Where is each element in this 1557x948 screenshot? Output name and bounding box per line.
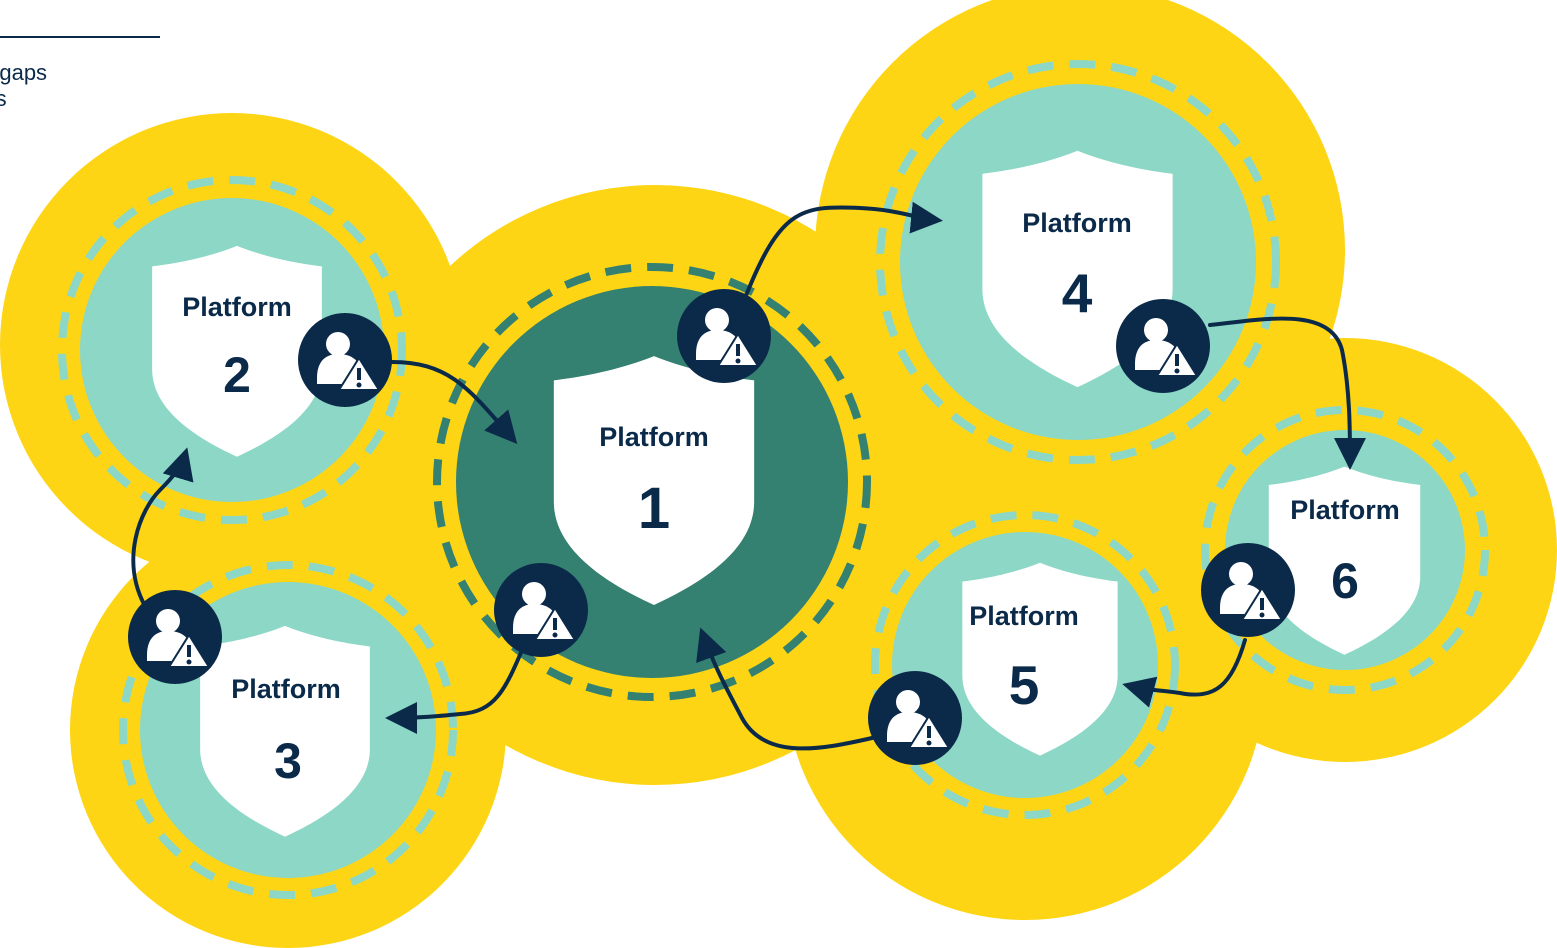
user-warning-icon [1116,299,1210,393]
risk-badges [128,289,1295,765]
user-warning-icon [868,671,962,765]
platform-labels: Platform 2 Platform 3 Platform 1 Platfor… [182,208,1400,789]
platform-1-number: 1 [638,476,670,541]
platform-1-label: Platform [599,422,709,452]
platform-3-number: 3 [274,733,302,789]
connector-arrows [131,201,1366,751]
arrow-1-to-3 [385,646,525,734]
platform-2-number: 2 [223,347,251,403]
platform-5-number: 5 [1009,654,1040,716]
user-warning-icon [128,590,222,684]
user-warning-icon [298,313,392,407]
dashed-ring-6 [1201,406,1489,694]
dashed-ring-1 [433,263,871,701]
platform-5-label: Platform [969,601,1079,631]
caption-line-2: rms [0,86,7,111]
arrow-4-to-6 [1208,316,1366,470]
arrow-6-to-5 [1122,638,1247,708]
caption-text: bit gaps rms [0,60,160,112]
dashed-rings [58,60,1489,899]
user-warning-icon [1201,543,1295,637]
arrow-1-to-4 [743,201,943,300]
platform-4-label: Platform [1022,208,1132,238]
platform-4-number: 4 [1062,262,1093,324]
caption-line-1: bit gaps [0,60,48,85]
platform-6-number: 6 [1331,553,1359,609]
arrow-2-to-1 [390,360,518,445]
user-warning-icon [677,289,771,383]
arrow-5-to-1 [696,627,874,751]
platform-6-label: Platform [1290,495,1400,525]
dashed-ring-3 [119,561,457,899]
platform-2-label: Platform [182,292,292,322]
dashed-ring-5 [871,511,1179,819]
user-warning-icon [494,563,588,657]
dashed-ring-2 [58,176,406,524]
dashed-ring-4 [876,60,1280,464]
arrow-3-to-2 [131,447,194,608]
platform-3-label: Platform [231,674,341,704]
caption-rule [0,36,160,38]
